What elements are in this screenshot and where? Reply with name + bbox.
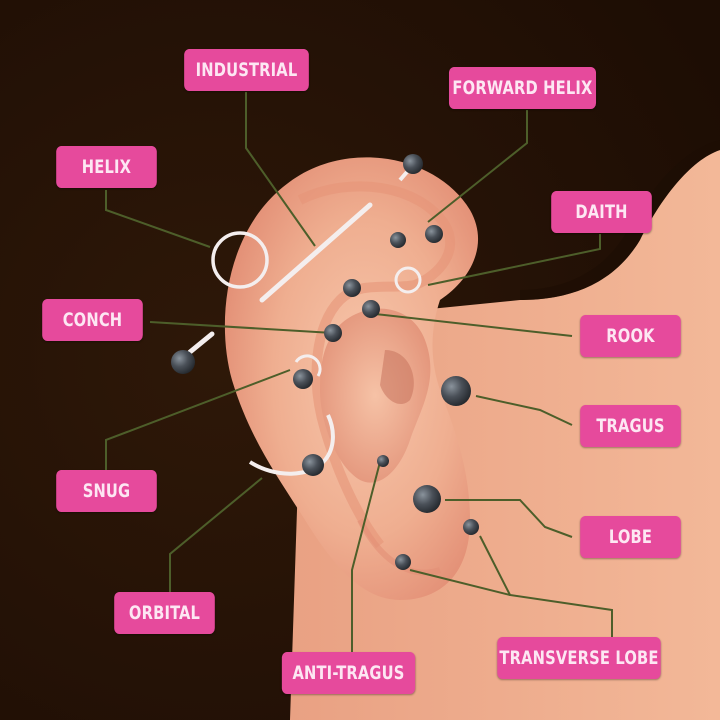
rook-stud-2 [362, 300, 380, 318]
hair-edge [520, 140, 720, 300]
label-snug: SNUG [56, 470, 157, 512]
leader-lines [105, 92, 613, 655]
rook-stud-1 [343, 279, 361, 297]
snug-ball [293, 369, 313, 389]
conch-stud [324, 324, 342, 342]
transverse-lobe-stud-2 [395, 554, 411, 570]
label-anti-tragus: ANTI-TRAGUS [281, 652, 416, 694]
concha-bowl [320, 308, 431, 483]
anti-tragus-stud [377, 455, 389, 467]
label-industrial: INDUSTRIAL [184, 49, 309, 91]
label-conch: CONCH [42, 299, 143, 341]
daith-ring [394, 266, 422, 294]
label-orbital: ORBITAL [114, 592, 215, 634]
label-daith: DAITH [551, 191, 652, 233]
helix-ring [211, 231, 269, 289]
label-rook: ROOK [580, 315, 681, 357]
snug-ring [294, 354, 322, 377]
forward-helix-ball [403, 154, 423, 174]
transverse-lobe-stud-1 [463, 519, 479, 535]
industrial-bar [259, 202, 373, 303]
conch-bar [187, 331, 215, 355]
label-helix: HELIX [56, 146, 157, 188]
orbital-ring [248, 414, 335, 476]
label-transverse-lobe: TRANSVERSE LOBE [497, 637, 661, 679]
forward-helix-stud-1 [390, 232, 406, 248]
label-lobe: LOBE [580, 516, 681, 558]
label-forward-helix: FORWARD HELIX [448, 67, 597, 109]
ear-canal-shadow [380, 350, 414, 405]
orbital-ball [302, 454, 324, 476]
tragus-stud [441, 376, 471, 406]
lobe-stud [413, 485, 441, 513]
conch-ball [171, 350, 195, 374]
label-tragus: TRAGUS [580, 405, 681, 447]
forward-helix-stud-2 [425, 225, 443, 243]
